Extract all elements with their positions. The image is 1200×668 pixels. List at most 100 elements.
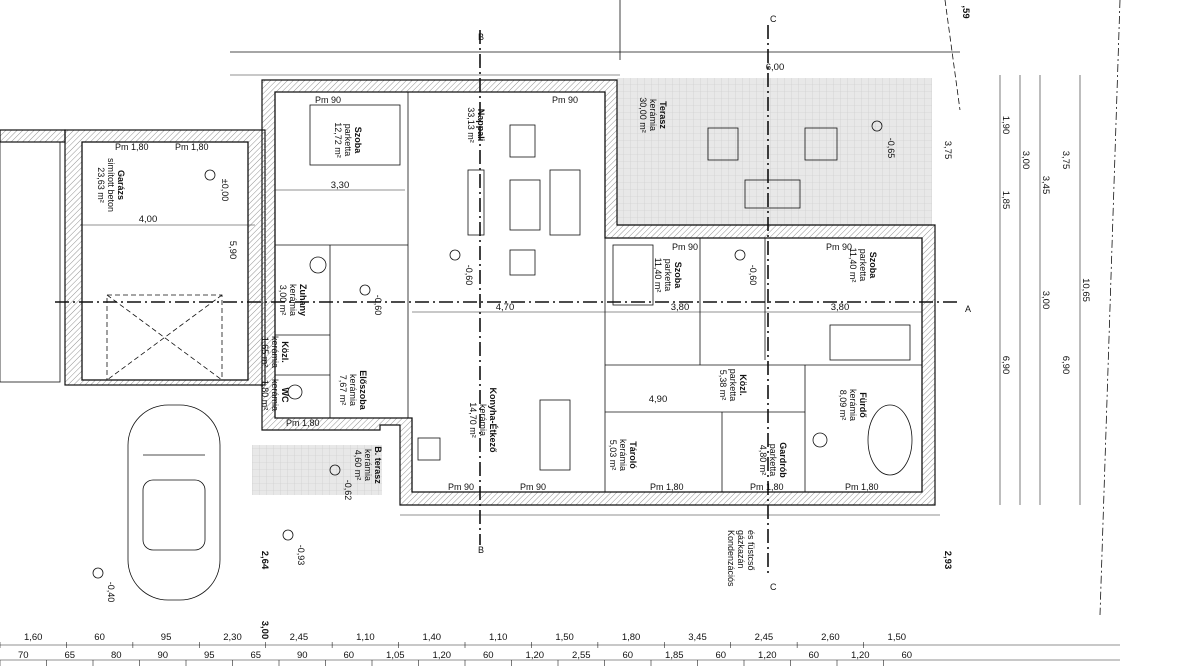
bottom-dim-2-1: 65 [65, 650, 76, 661]
room-area: 23,63 m² [96, 167, 106, 203]
svg-text:Zuhany: Zuhany [298, 284, 308, 316]
room-entry-terrace: B. terasz kerámia 4,60 m² [353, 446, 383, 484]
svg-text:kerámia: kerámia [288, 284, 298, 316]
section-axes [55, 25, 960, 575]
svg-text:és füstcső: és füstcső [746, 530, 756, 571]
room-wardrobe: Gardrób parketta 4,80 m² [758, 442, 788, 478]
garage [64, 129, 266, 386]
svg-text:3,00: 3,00 [259, 621, 270, 640]
svg-text:6,90: 6,90 [1000, 356, 1011, 375]
svg-text:Pm 90: Pm 90 [315, 95, 341, 105]
svg-text:parketta: parketta [343, 124, 353, 157]
svg-text:Közl.: Közl. [280, 341, 290, 363]
room-dimensions: 4,00 5,90 3,30 4,70 3,80 3,80 4,90 6,00 … [139, 62, 953, 405]
svg-text:B. terasz: B. terasz [373, 446, 383, 484]
bottom-dim-2-15: 60 [716, 650, 727, 661]
svg-text:5,38 m²: 5,38 m² [718, 370, 728, 401]
svg-text:3,75: 3,75 [1060, 151, 1071, 170]
svg-text:2,64: 2,64 [259, 551, 270, 570]
room-bedroom-2: Szoba parketta 11,40 m² [653, 258, 683, 293]
level-outside-front: -0,93 [296, 545, 306, 566]
level-garage: ±0,00 [220, 179, 230, 201]
room-hall-small: Közl. kerámia 1,65 m² [260, 336, 290, 368]
dim-garage-width: 4,00 [139, 214, 158, 225]
bottom-dim-2-3: 90 [158, 650, 169, 661]
svg-text:Pm 90: Pm 90 [448, 482, 474, 492]
svg-text:Pm 1,80: Pm 1,80 [286, 418, 320, 428]
svg-text:Szoba: Szoba [353, 127, 363, 154]
svg-text:kerámia: kerámia [363, 449, 373, 481]
section-b-top-label: B [478, 32, 484, 42]
svg-text:Szoba: Szoba [673, 262, 683, 289]
right-dimensions: 1,90 1,85 6,90 3,00 3,00 3,75 6,90 10,65… [1000, 116, 1091, 375]
bottom-dim-2-11: 1,20 [526, 650, 545, 661]
svg-text:Pm 1,80: Pm 1,80 [115, 142, 149, 152]
bottom-dim-1-13: 1,50 [888, 632, 907, 643]
bottom-dim-2-9: 1,20 [433, 650, 452, 661]
boiler-note: Kondenzációs gázkazán és füstcső [726, 530, 756, 587]
bottom-dim-2-18: 1,20 [851, 650, 870, 661]
svg-text:4,60 m²: 4,60 m² [353, 450, 363, 481]
room-shower: Zuhany kerámia 3,00 m² [278, 284, 308, 316]
svg-text:,59: ,59 [960, 5, 971, 18]
svg-text:Pm 90: Pm 90 [826, 242, 852, 252]
room-entry-hall: Előszoba kerámia 7,67 m² [338, 370, 368, 411]
svg-text:3,00 m²: 3,00 m² [278, 285, 288, 316]
room-corridor: Közl. parketta 5,38 m² [718, 369, 748, 402]
svg-text:kerámia: kerámia [270, 379, 280, 411]
svg-text:parketta: parketta [728, 369, 738, 402]
svg-text:Fürdő: Fürdő [858, 392, 868, 418]
room-bedroom-1: Szoba parketta 12,72 m² [333, 122, 363, 158]
svg-text:7,67 m²: 7,67 m² [338, 375, 348, 406]
bottom-dim-1-0: 1,60 [24, 632, 43, 643]
svg-text:Nappali: Nappali [476, 109, 486, 142]
bottom-dim-1-1: 60 [94, 632, 105, 643]
room-bedroom-3: Szoba parketta 11,40 m² [848, 248, 878, 283]
house-walls [261, 79, 936, 506]
svg-text:Szoba: Szoba [868, 252, 878, 279]
svg-text:parketta: parketta [858, 249, 868, 282]
level-entry-terrace: -0,62 [343, 480, 353, 501]
bottom-dim-1-2: 95 [161, 632, 172, 643]
svg-text:Tároló: Tároló [628, 441, 638, 469]
terrace-paving [617, 78, 932, 226]
level-shower: -0,60 [373, 295, 383, 316]
room-terrace: Terasz kerámia 30,00 m² [638, 97, 668, 133]
section-b-bottom-label: B [478, 545, 484, 555]
bottom-dim-1-4: 2,45 [290, 632, 309, 643]
room-wc: WC kerámia 1,80 m² [260, 379, 290, 411]
section-marks: A B B C C [478, 14, 971, 592]
bottom-dim-1-12: 2,60 [821, 632, 840, 643]
side-dimensions: 3,00 2,64 2,93 ,59 [259, 5, 971, 639]
svg-text:Gardrób: Gardrób [778, 442, 788, 478]
svg-text:14,70 m²: 14,70 m² [468, 402, 478, 438]
dim-living-width: 4,70 [496, 302, 515, 313]
svg-text:8,09 m²: 8,09 m² [838, 390, 848, 421]
svg-text:4,80 m²: 4,80 m² [758, 445, 768, 476]
svg-text:5,03 m²: 5,03 m² [608, 440, 618, 471]
svg-text:Előszoba: Előszoba [358, 370, 368, 411]
room-bathroom: Fürdő kerámia 8,09 m² [838, 389, 868, 421]
svg-text:Terasz: Terasz [658, 101, 668, 129]
svg-text:Pm 1,80: Pm 1,80 [845, 482, 879, 492]
level-outside-car: -0,40 [106, 582, 116, 603]
svg-text:gázkazán: gázkazán [736, 530, 746, 569]
bottom-dim-2-13: 60 [623, 650, 634, 661]
dim-bedroom-width: 3,30 [331, 180, 350, 191]
svg-text:Pm 90: Pm 90 [672, 242, 698, 252]
bottom-dim-2-16: 1,20 [758, 650, 777, 661]
bottom-dim-2-14: 1,85 [665, 650, 684, 661]
bottom-dim-2-0: 70 [18, 650, 29, 661]
level-living: -0,60 [464, 265, 474, 286]
dimension-chains [0, 74, 1120, 661]
svg-text:Konyha-Étkező: Konyha-Étkező [488, 387, 498, 453]
furniture [287, 104, 913, 476]
room-kitchen: Konyha-Étkező kerámia 14,70 m² [468, 387, 498, 453]
svg-text:2,93: 2,93 [942, 551, 953, 570]
svg-text:kerámia: kerámia [478, 404, 488, 436]
svg-text:Kondenzációs: Kondenzációs [726, 530, 736, 587]
svg-text:Pm 1,80: Pm 1,80 [750, 482, 784, 492]
svg-text:Pm 90: Pm 90 [520, 482, 546, 492]
